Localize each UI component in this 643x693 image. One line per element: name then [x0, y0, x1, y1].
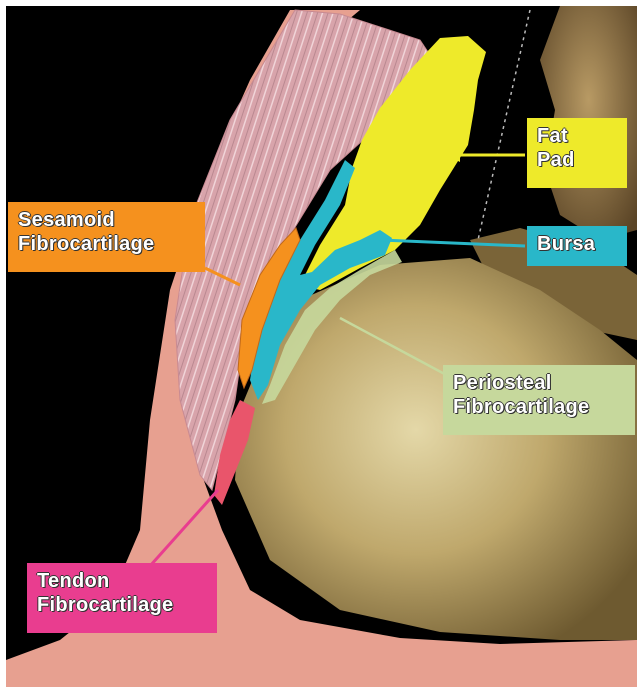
sesamoid-label-line1: Sesamoid: [18, 208, 195, 232]
tendon-label: Tendon Fibrocartilage: [27, 563, 217, 633]
tendon-label-line1: Tendon: [37, 569, 207, 593]
periosteal-label: Periosteal Fibrocartilage: [443, 365, 635, 435]
tendon-label-line2: Fibrocartilage: [37, 593, 207, 617]
bursa-label-text: Bursa: [537, 232, 617, 256]
periosteal-label-line2: Fibrocartilage: [453, 395, 625, 419]
sesamoid-label: Sesamoid Fibrocartilage: [8, 202, 205, 272]
periosteal-label-line1: Periosteal: [453, 371, 625, 395]
fat-pad-label-line1: Fat: [537, 124, 617, 148]
sesamoid-label-line2: Fibrocartilage: [18, 232, 195, 256]
fat-pad-label-line2: Pad: [537, 148, 617, 172]
bursa-label: Bursa: [527, 226, 627, 266]
fat-pad-label: Fat Pad: [527, 118, 627, 188]
